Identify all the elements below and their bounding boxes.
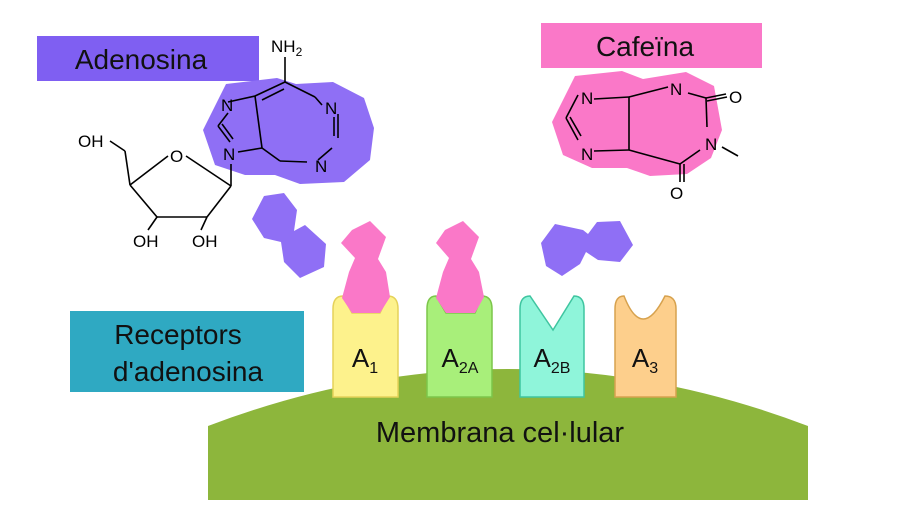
adenosine-oh3-label: OH <box>133 232 159 251</box>
receptor-a2b <box>519 295 585 398</box>
receptor-a3 <box>614 295 677 398</box>
caffeine-purine-highlight <box>552 71 722 176</box>
caffeine-bound-a1 <box>341 221 390 313</box>
receptor-a2a-label: A2A <box>442 343 479 377</box>
caffeine-bottom-oxygen-label: O <box>670 184 683 203</box>
receptor-a3-subscript: 3 <box>649 360 658 377</box>
receptors-label-box <box>70 311 304 392</box>
caffeine-atom-labels: N N N N O O <box>581 80 742 203</box>
membrane-label: Membrana cel·lular <box>376 417 625 449</box>
adenosine-structure <box>109 57 339 231</box>
adenosine-molecule-shape-right <box>541 221 633 276</box>
receptors-label-line1: Receptors <box>114 319 242 350</box>
caffeine-top-oxygen-label: O <box>729 88 742 107</box>
receptor-a2b-subscript: 2B <box>551 360 571 377</box>
receptor-a3-label: A3 <box>632 343 658 377</box>
receptor-a2b-label: A2B <box>534 343 571 377</box>
adenosine-n9-label: N <box>223 145 235 164</box>
caffeine-bound-a2a <box>436 221 484 313</box>
adenosine-oh2-label: OH <box>192 232 218 251</box>
receptors-label-line2: d'adenosina <box>113 356 264 387</box>
adenosine-n3-label: N <box>315 157 327 176</box>
adenosine-oh5-label: OH <box>78 132 104 151</box>
caffeine-label: Cafeïna <box>596 31 694 62</box>
adenosine-label-box <box>37 36 259 81</box>
adenosine-molecule-shape-left <box>252 193 326 278</box>
receptor-a1-label: A1 <box>352 343 378 377</box>
cell-membrane <box>208 369 808 500</box>
adenosine-nh2-subscript: 2 <box>296 45 303 59</box>
caffeine-structure <box>565 86 739 182</box>
caffeine-n1-label: N <box>670 80 682 99</box>
caffeine-label-box <box>541 23 762 68</box>
adenosine-n7-label: N <box>221 96 233 115</box>
adenosine-nh2-label: NH2 <box>271 37 303 59</box>
adenosine-atom-labels: NH2 N N N N O OH OH OH <box>78 37 337 251</box>
caffeine-n3-label: N <box>705 135 717 154</box>
receptor-a1-subscript: 1 <box>369 360 378 377</box>
caffeine-n9-label: N <box>581 145 593 164</box>
adenosine-purine-highlight <box>203 78 374 184</box>
caffeine-n7-label: N <box>581 89 593 108</box>
adenosine-label: Adenosina <box>75 44 208 75</box>
adenosine-ring-oxygen-label: O <box>170 147 183 166</box>
adenosine-n1-label: N <box>325 99 337 118</box>
receptor-a2a-subscript: 2A <box>459 360 479 377</box>
